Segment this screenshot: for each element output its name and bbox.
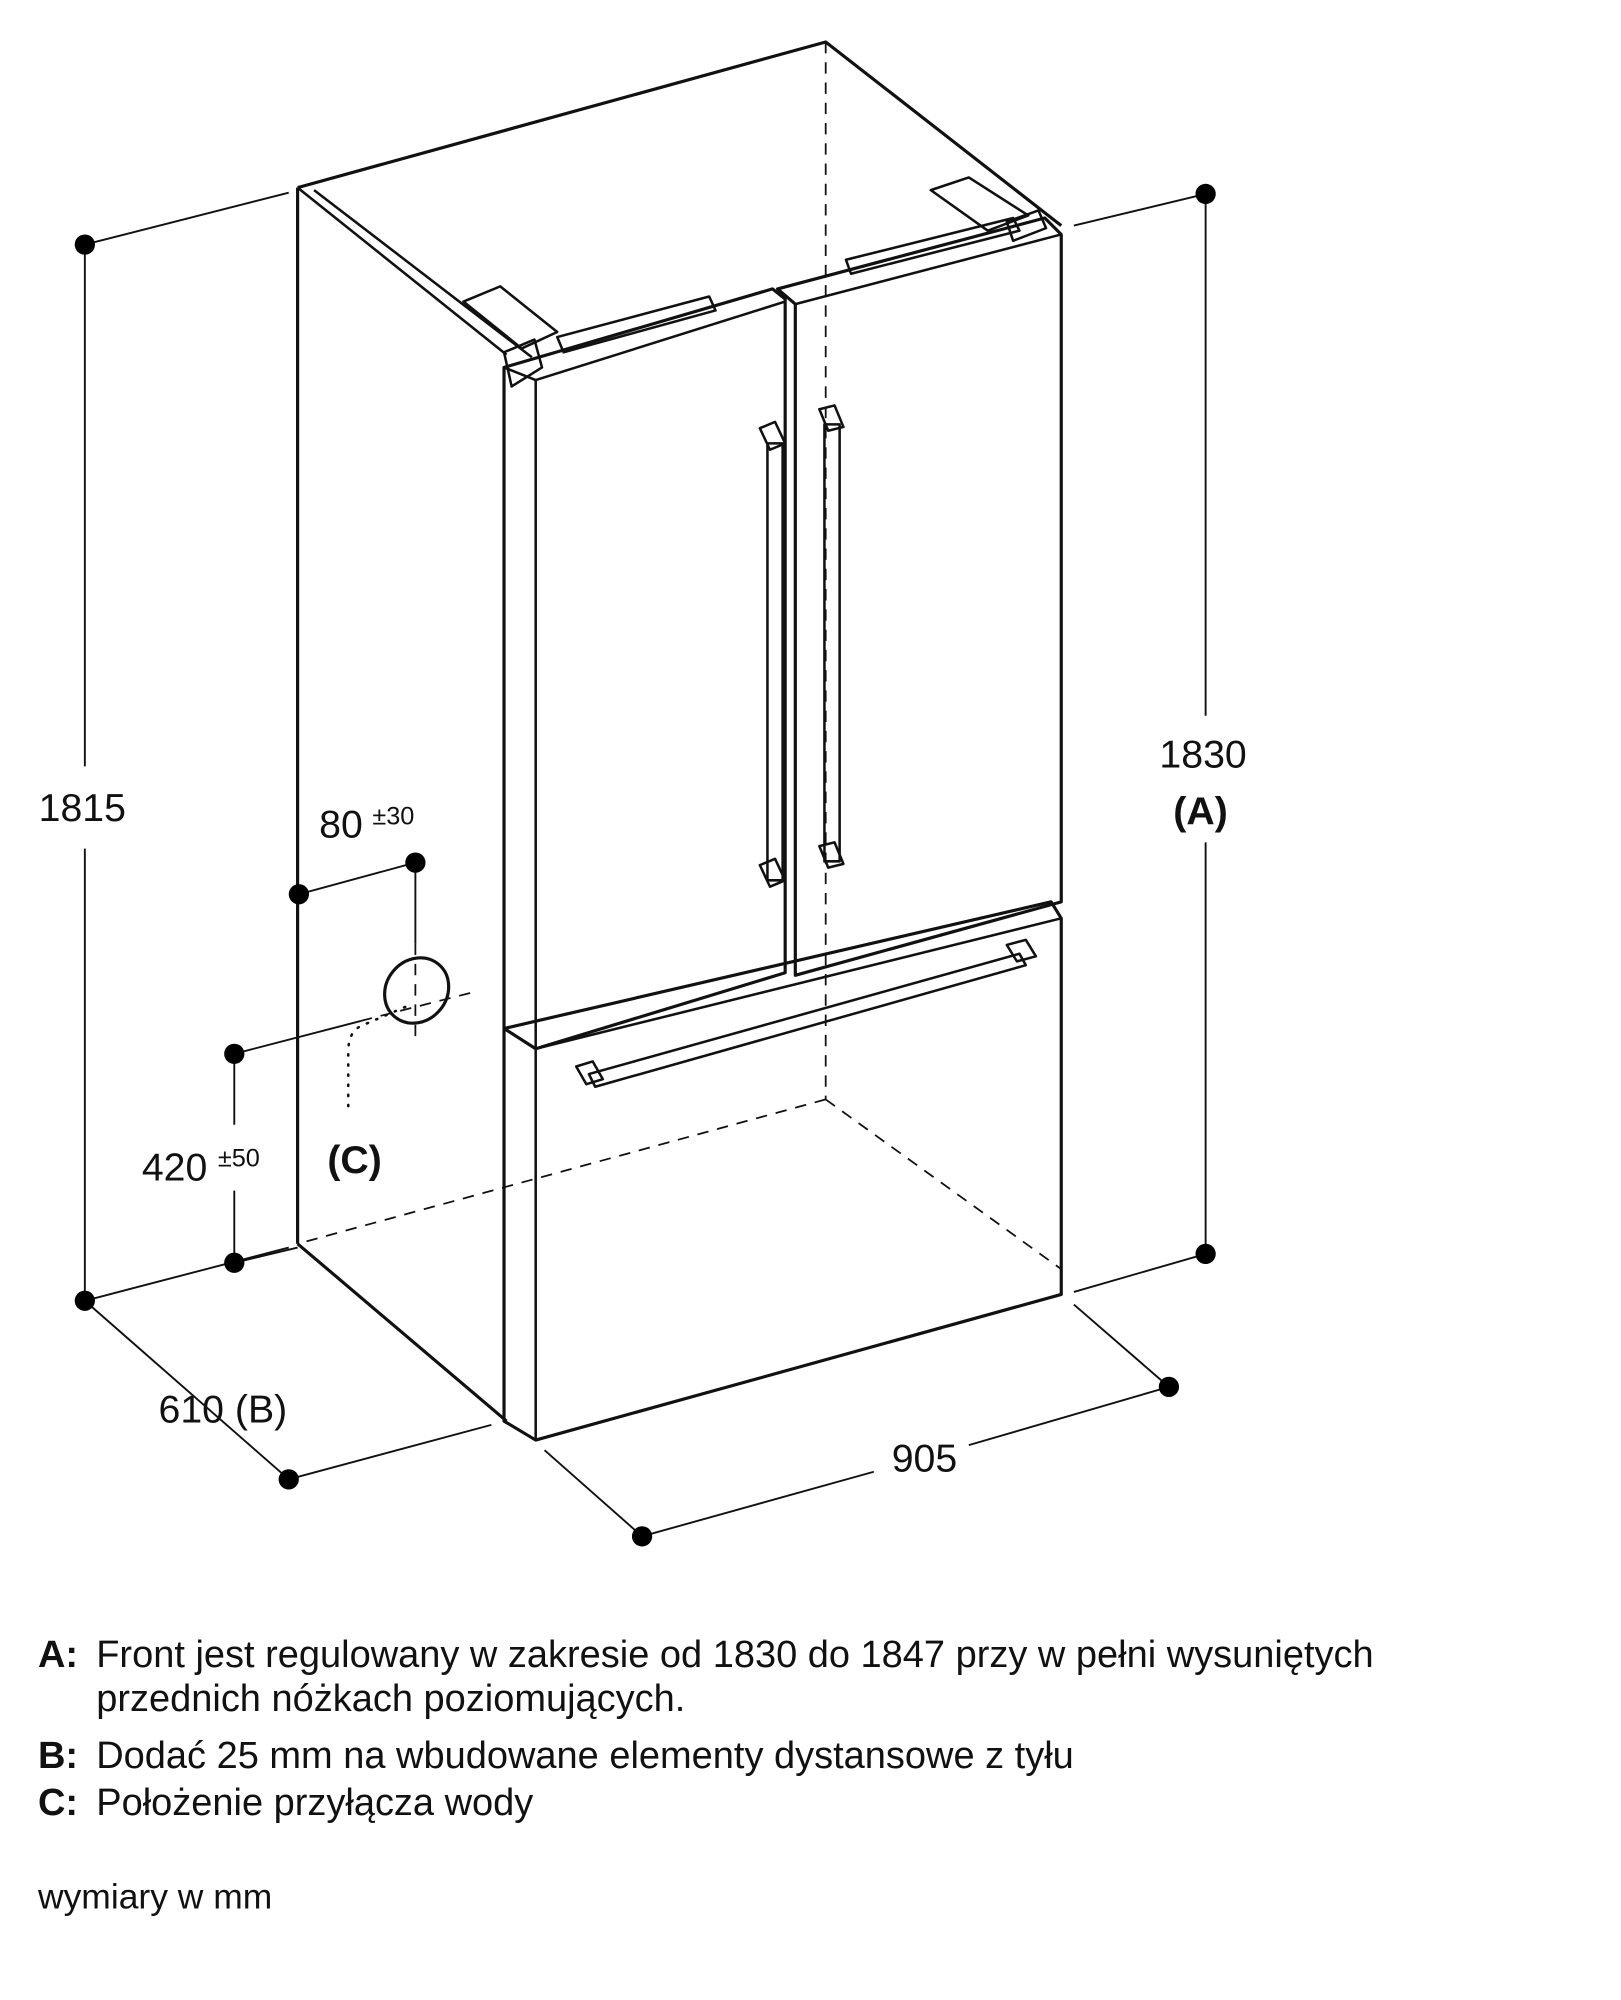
right-door bbox=[775, 216, 1063, 977]
note-c-key: C: bbox=[38, 1782, 78, 1824]
hinges bbox=[462, 176, 1048, 388]
water-offset-tolerance: ±30 bbox=[372, 803, 414, 831]
left-door bbox=[502, 287, 787, 1051]
water-offset-label: 80 bbox=[319, 802, 363, 846]
dimension-lines bbox=[83, 191, 1207, 1538]
height-right-ref: (A) bbox=[1173, 790, 1228, 834]
note-a-key: A: bbox=[38, 1634, 78, 1676]
hidden-edges bbox=[297, 41, 1062, 1270]
note-a-line-1: Front jest regulowany w zakresie od 1830… bbox=[96, 1634, 1373, 1676]
note-b-line-1: Dodać 25 mm na wbudowane elementy dystan… bbox=[96, 1735, 1074, 1777]
dimension-points bbox=[74, 183, 1216, 1547]
height-left-label: 1815 bbox=[39, 786, 126, 830]
water-height-tolerance: ±50 bbox=[218, 1145, 260, 1173]
units-note: wymiary w mm bbox=[37, 1877, 272, 1917]
note-b-key: B: bbox=[38, 1735, 78, 1777]
door-handles bbox=[758, 404, 845, 888]
notes: A: Front jest regulowany w zakresie od 1… bbox=[37, 1634, 1374, 1917]
width-label: 905 bbox=[892, 1437, 957, 1481]
depth-label: 610 (B) bbox=[159, 1387, 288, 1431]
cabinet-outline bbox=[296, 40, 1063, 1423]
note-a-line-2: przednich nóżkach poziomujących. bbox=[96, 1678, 685, 1720]
note-c-line-1: Położenie przyłącza wody bbox=[96, 1782, 533, 1824]
water-height-label: 420 bbox=[142, 1145, 207, 1189]
water-connection-marker bbox=[383, 956, 451, 1025]
freezer-drawer bbox=[502, 900, 1063, 1442]
height-right-label: 1830 bbox=[1159, 733, 1246, 777]
water-connection-ref: (C) bbox=[327, 1138, 382, 1182]
drawer-handle bbox=[574, 938, 1038, 1089]
